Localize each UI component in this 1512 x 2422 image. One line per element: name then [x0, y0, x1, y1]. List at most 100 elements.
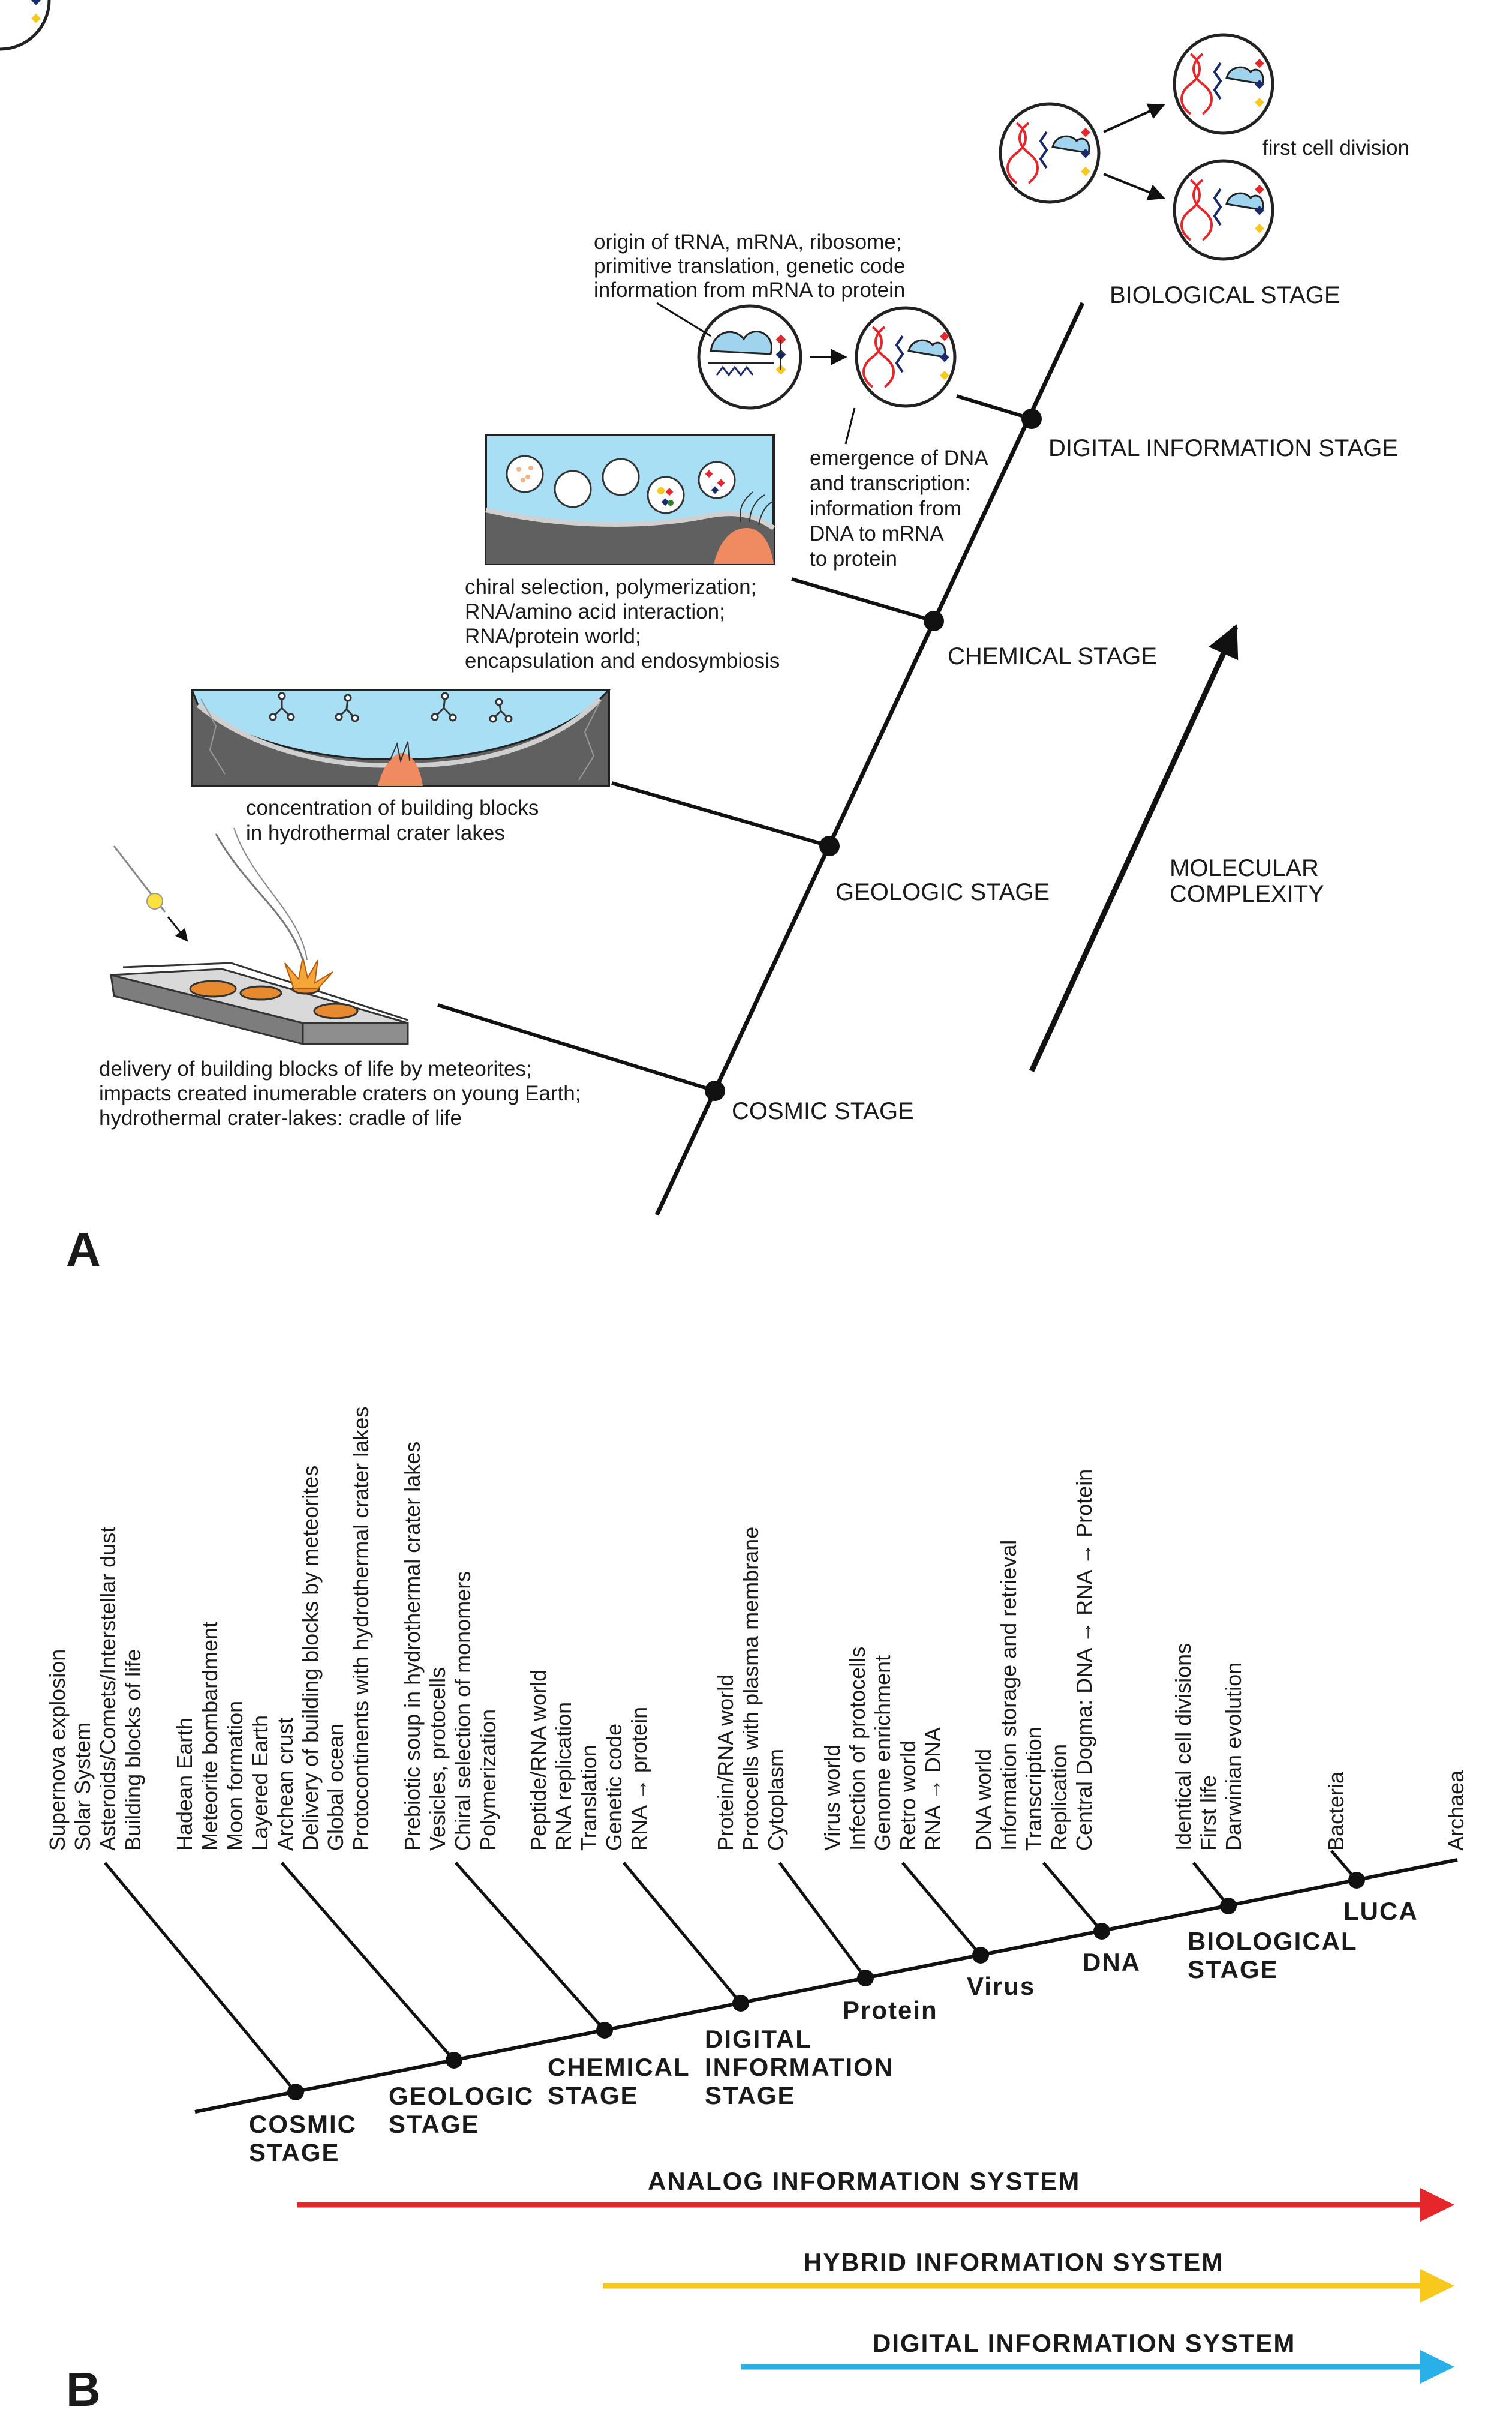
- protein-node-label: Protein: [843, 1996, 938, 2024]
- crater-lake-illustration: [190, 689, 611, 787]
- cosmic-node: [287, 2084, 304, 2100]
- event-protein-2: Cytoplasm: [763, 1749, 788, 1851]
- event-digital-2: Translation: [576, 1745, 601, 1851]
- dna-node: [1093, 1923, 1110, 1940]
- event-digital-4: RNA → protein: [627, 1707, 651, 1851]
- cosmic-node-label-1: COSMIC: [249, 2110, 357, 2138]
- geologic-node: [446, 2052, 462, 2069]
- event-biological-0: Identical cell divisions: [1171, 1643, 1195, 1851]
- chemical-caption-line4: encapsulation and endosymbiosis: [465, 649, 780, 673]
- hybrid-system-arrow: HYBRID INFORMATION SYSTEM: [603, 2248, 1454, 2303]
- event-virus-4: RNA → DNA: [921, 1727, 945, 1851]
- digital-node: [732, 1995, 749, 2012]
- event-chemical-0: Prebiotic soup in hydrothermal crater la…: [400, 1442, 425, 1851]
- digital-node-label-1: DIGITAL: [705, 2025, 812, 2053]
- cosmic-node-label-2: STAGE: [249, 2138, 340, 2166]
- luca-node-label: LUCA: [1343, 1897, 1418, 1925]
- cosmic-caption-line1: delivery of building blocks of life by m…: [99, 1057, 532, 1081]
- chemical-connector: [791, 577, 934, 623]
- dna-cell-illustration: [855, 306, 957, 408]
- complexity-arrow: [1029, 624, 1239, 1072]
- dna-caption-line2: and transcription:: [810, 472, 970, 495]
- event-dna-3: Replication: [1047, 1744, 1071, 1851]
- event-geologic-2: Moon formation: [223, 1701, 247, 1851]
- panel-b-label: B: [66, 2363, 101, 2416]
- event-digital-0: Peptide/RNA world: [526, 1670, 551, 1851]
- event-geologic-5: Delivery of building blocks by meteorite…: [298, 1466, 323, 1851]
- dna-caption-line3: information from: [810, 497, 961, 520]
- event-cosmic-1: Solar System: [70, 1722, 95, 1851]
- dna-callout: [844, 407, 856, 445]
- event-chemical-1: Vesicles, protocells: [425, 1667, 450, 1851]
- analog-system-arrow: ANALOG INFORMATION SYSTEM: [297, 2167, 1454, 2222]
- analog-system-label: ANALOG INFORMATION SYSTEM: [648, 2167, 1080, 2195]
- luca-node: [1348, 1872, 1365, 1889]
- translation-callout: [656, 302, 711, 337]
- event-cosmic-2: Asteroids/Comets/Interstellar dust: [95, 1527, 120, 1851]
- event-dna-1: Information storage and retrieval: [996, 1540, 1021, 1851]
- event-virus-0: Virus world: [820, 1745, 844, 1851]
- dna-caption-line5: to protein: [810, 547, 897, 571]
- event-protein-1: Protocells with plasma membrane: [738, 1527, 763, 1851]
- geologic-caption-line2: in hydrothermal crater lakes: [246, 821, 505, 845]
- timeline-nodes: [287, 1872, 1365, 2100]
- event-geologic-4: Archean crust: [273, 1718, 297, 1851]
- cosmic-caption-line3: hydrothermal crater-lakes: cradle of lif…: [99, 1106, 462, 1130]
- virus-node-label: Virus: [967, 1972, 1035, 2000]
- meteorite-impact-illustration: [110, 827, 409, 1045]
- event-biological-1: First life: [1196, 1775, 1221, 1851]
- complexity-label-line2: COMPLEXITY: [1170, 881, 1324, 907]
- vesicles-illustration: [485, 434, 775, 565]
- digital-node-label-2: INFORMATION: [705, 2053, 894, 2081]
- digital-system-label: DIGITAL INFORMATION SYSTEM: [873, 2329, 1295, 2357]
- cell-division-illustration: [0, 0, 1273, 259]
- panel-b: B COSMIC STAGE: [45, 1407, 1468, 2416]
- panel-a-label: A: [66, 1223, 101, 1276]
- complexity-axis-a: [654, 302, 1085, 1216]
- translation-caption-line2: primitive translation, genetic code: [594, 254, 905, 278]
- geologic-caption-line1: concentration of building blocks: [246, 796, 539, 820]
- event-bacteria: Bacteria: [1324, 1771, 1348, 1851]
- dna-caption-line4: DNA to mRNA: [810, 522, 944, 545]
- event-virus-1: Infection of protocells: [845, 1647, 870, 1851]
- chemical-caption-line1: chiral selection, polymerization;: [465, 575, 756, 599]
- division-caption: first cell division: [1262, 136, 1409, 160]
- event-connectors: [104, 1850, 1358, 2093]
- translation-cell-illustration: [697, 304, 802, 410]
- geologic-node-label-2: STAGE: [389, 2110, 480, 2138]
- event-geologic-6: Global ocean: [323, 1724, 348, 1851]
- biological-node-label-1: BIOLOGICAL: [1188, 1927, 1358, 1955]
- event-virus-3: Retro world: [895, 1740, 920, 1851]
- panel-a: A COSMIC STAGE GEOLOGIC STAGE CHEMICAL S…: [0, 0, 1409, 1276]
- dna-caption-line1: emergence of DNA: [810, 446, 988, 470]
- event-dna-2: Transcription: [1021, 1727, 1046, 1851]
- dna-node-label: DNA: [1083, 1948, 1141, 1976]
- event-geologic-1: Meteorite bombardment: [197, 1622, 222, 1851]
- event-biological-2: Darwinian evolution: [1221, 1662, 1246, 1851]
- chemical-caption-line3: RNA/protein world;: [465, 625, 641, 648]
- digital-node-label-3: STAGE: [705, 2081, 796, 2109]
- hybrid-system-label: HYBRID INFORMATION SYSTEM: [804, 2248, 1224, 2276]
- chemical-caption-line2: RNA/amino acid interaction;: [465, 600, 725, 623]
- event-geologic-7: Protocontinents with hydrothermal crater…: [348, 1407, 373, 1851]
- complexity-label-line1: MOLECULAR: [1170, 855, 1319, 881]
- digital-system-arrow: DIGITAL INFORMATION SYSTEM: [741, 2329, 1454, 2384]
- event-dna-4: Central Dogma: DNA → RNA → Protein: [1072, 1469, 1096, 1851]
- event-cosmic-0: Supernova explosion: [45, 1649, 70, 1851]
- event-virus-2: Genome enrichment: [870, 1655, 895, 1851]
- digital-stage-label: DIGITAL INFORMATION STAGE: [1048, 435, 1398, 461]
- biological-stage-label: BIOLOGICAL STAGE: [1110, 282, 1340, 308]
- event-digital-1: RNA replication: [551, 1702, 576, 1851]
- event-chemical-2: Chiral selection of monomers: [450, 1571, 475, 1851]
- translation-caption-line3: information from mRNA to protein: [594, 278, 905, 302]
- cosmic-caption-line2: impacts created inumerable craters on yo…: [99, 1082, 581, 1105]
- geologic-connector: [611, 781, 830, 848]
- digital-connector: [956, 394, 1032, 421]
- event-columns: Supernova explosion Solar System Asteroi…: [45, 1407, 1468, 1851]
- event-chemical-3: Polymerization: [476, 1709, 500, 1851]
- cosmic-stage-label: COSMIC STAGE: [732, 1098, 914, 1124]
- cosmic-connector: [437, 1003, 716, 1093]
- event-digital-3: Genetic code: [602, 1724, 626, 1851]
- geologic-node-label-1: GEOLOGIC: [389, 2082, 534, 2110]
